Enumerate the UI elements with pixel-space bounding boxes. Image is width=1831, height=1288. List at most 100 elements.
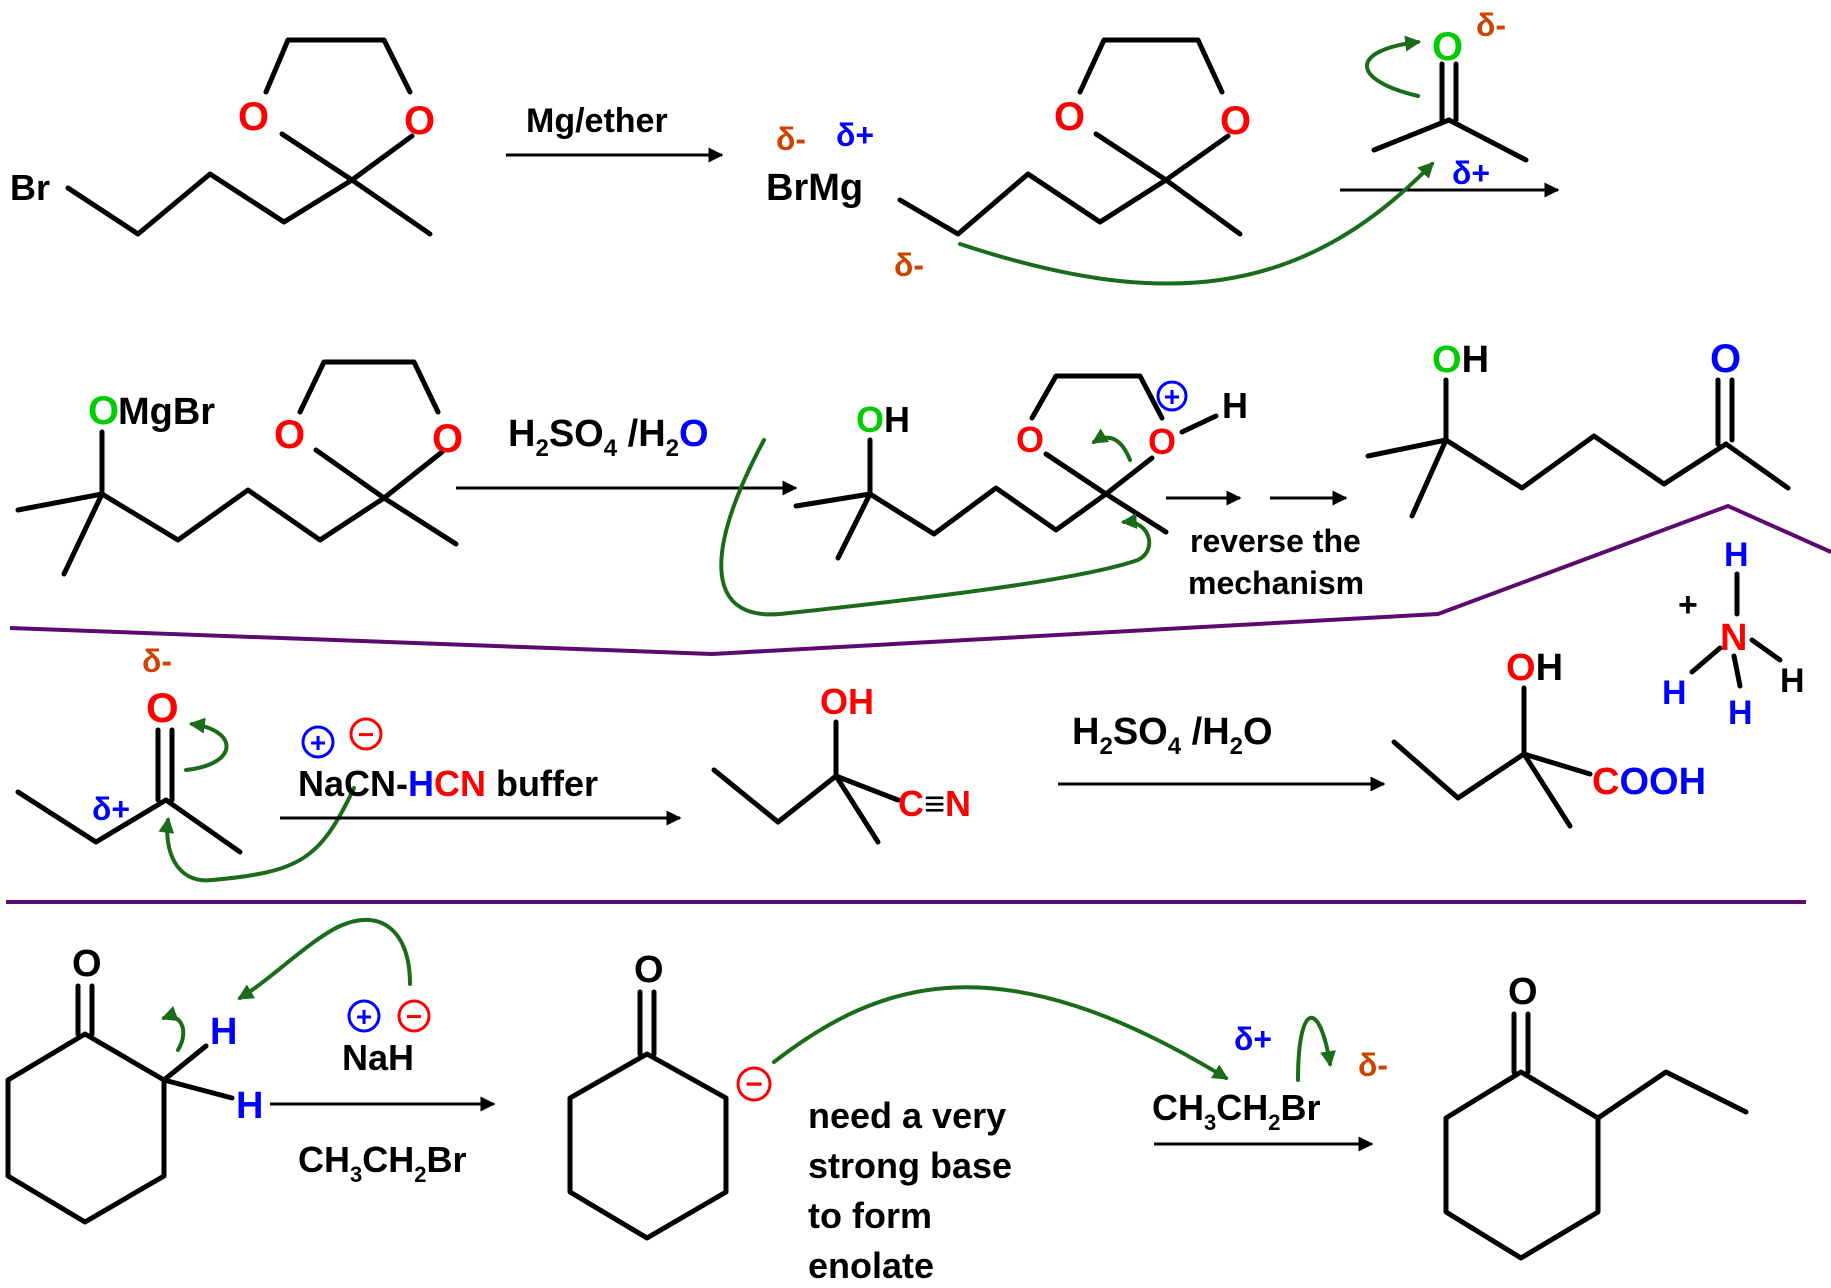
reagent-h2so4-h2o: H2SO4 /H2O [1072, 711, 1273, 760]
ketal-c-o-left-bond [1093, 131, 1169, 183]
n-h-bond [1731, 653, 1743, 689]
oxygen-atom: O [1506, 647, 1536, 689]
dioxolane-ring-bond [1077, 37, 1225, 95]
reagent-cyanide: CN [434, 763, 486, 804]
subscript: 2 [1099, 733, 1112, 760]
oxygen-atom: O [404, 99, 435, 143]
methyl-bond [793, 491, 873, 509]
note-text: enolate [808, 1245, 934, 1286]
dioxolane-ring-bond [297, 359, 441, 415]
hydrogen-atom: H [1662, 674, 1687, 712]
ethyl-chain-bond [15, 789, 169, 845]
carbon-atom: C [898, 783, 924, 824]
svg-text:NaCN-HCN buffer: NaCN-HCN buffer [298, 763, 598, 804]
positive-charge: + [1678, 586, 1698, 624]
reagent-text: CH [1152, 1087, 1204, 1128]
curved-arrow [1296, 1015, 1336, 1082]
brmg-group: BrMg [766, 167, 863, 209]
subscript: 2 [414, 1162, 426, 1187]
oxygen-atom: O [1432, 25, 1463, 69]
ketal-c-o-right-bond [381, 449, 445, 501]
reagent-text: /H [1181, 711, 1230, 753]
oxygen-atom: O [72, 943, 102, 985]
reagent-hydrogen: H [408, 763, 434, 804]
reagent-text: Br [427, 1139, 467, 1180]
c-h-bond [161, 1077, 235, 1101]
reagent-text: CH [298, 1139, 350, 1180]
positive-charge-circle [347, 999, 381, 1033]
negative-charge: − [358, 719, 374, 750]
row1-bromo-ketal: Br O O [10, 37, 435, 237]
acetone-methyl-bond [1446, 117, 1529, 163]
row3-butanone: δ- O δ+ [15, 643, 243, 855]
bromo-chain-bond [65, 171, 355, 237]
positive-charge-circle [1156, 380, 1188, 412]
reagent-text: CH [1216, 1087, 1268, 1128]
reagent-text: NaH [342, 1037, 414, 1078]
curved-arrow [1091, 428, 1132, 462]
delta-minus-label: δ- [142, 643, 172, 679]
positive-charge: + [310, 727, 326, 758]
nitrogen-atom: N [1720, 617, 1747, 659]
reagent-mg-ether: Mg/ether [526, 102, 668, 140]
reagent-nah: + − NaH [342, 999, 431, 1078]
row4-ethylcyclohexanone-product: O [1443, 971, 1749, 1261]
o-h-bond [1179, 413, 1219, 435]
hydrogen-atom: H [210, 1011, 237, 1053]
methyl-bond [61, 491, 105, 577]
curved-arrow [958, 161, 1435, 286]
oxygen-atom: O [146, 684, 179, 731]
oxygen-atom: O [88, 389, 119, 433]
ethyl-chain-bond [711, 767, 839, 825]
ketal-c-o-left-bond [313, 447, 387, 501]
n-h-bond [1749, 637, 1783, 663]
methyl-bond [1365, 437, 1449, 459]
note-text: need a very [808, 1095, 1006, 1136]
alkyl-chain-bond [1443, 433, 1729, 491]
svg-text:OH: OH [820, 681, 874, 722]
cyclohexane-ring-bond [567, 1051, 729, 1241]
oxygen-atom: O [1016, 419, 1044, 460]
reagent-text: H [508, 413, 535, 455]
reagent-ethyl-bromide: CH3CH2Br [298, 1139, 467, 1187]
row3-cyanohydrin: OH C≡N [711, 681, 971, 845]
section-divider [9, 503, 1831, 657]
ethyl-chain-bond [1595, 1069, 1749, 1121]
hydrogen-atom: H [1462, 339, 1489, 381]
row4-cyclohexanone: O H H [5, 943, 263, 1225]
positive-charge: + [356, 1001, 372, 1032]
hydrogen-atom: H [848, 681, 874, 722]
nitrogen-atom: N [945, 783, 971, 824]
reagent-ethyl-bromide-electrophile: δ+ δ- CH3CH2Br [1152, 1015, 1388, 1135]
hydrogen-atom: H [1536, 647, 1563, 689]
hydroxyl-oxygens: OOH [1619, 761, 1706, 803]
delta-minus-label: δ- [1358, 1047, 1388, 1083]
svg-text:CH3CH2Br: CH3CH2Br [1152, 1087, 1321, 1135]
subscript: 2 [666, 435, 679, 462]
c-cooh-bond [1521, 751, 1593, 777]
subscript: 2 [1230, 733, 1243, 760]
svg-text:H2SO4 /H2O: H2SO4 /H2O [1072, 711, 1273, 760]
methyl-bond [833, 773, 881, 845]
reagent-text: O [1243, 711, 1273, 753]
subscript: 4 [1168, 733, 1182, 760]
alkyl-chain-bond [99, 487, 387, 543]
dioxolane-ring-bond [1029, 373, 1165, 421]
c-h-bond [161, 1043, 209, 1083]
oxygen-atom: O [1710, 337, 1741, 381]
oxygen-atom: O [1508, 971, 1538, 1013]
ketal-c-o-left-bond [279, 131, 355, 183]
water-oxygen: O [679, 413, 709, 455]
oxygen-atom: O [238, 95, 269, 139]
note-text: strong base [808, 1145, 1012, 1186]
hydrogen-atom: H [236, 1085, 263, 1127]
alkyl-chain-bond [867, 485, 1109, 537]
carbon-atom: C [1592, 761, 1619, 803]
oxygen-atom: O [820, 681, 848, 722]
subscript: 3 [1204, 1110, 1216, 1135]
ketal-c-methyl-bond [1163, 177, 1243, 237]
n-h-bond [1689, 645, 1723, 675]
delta-plus-label: δ+ [92, 791, 130, 827]
oxygen-atom: O [1432, 339, 1462, 381]
